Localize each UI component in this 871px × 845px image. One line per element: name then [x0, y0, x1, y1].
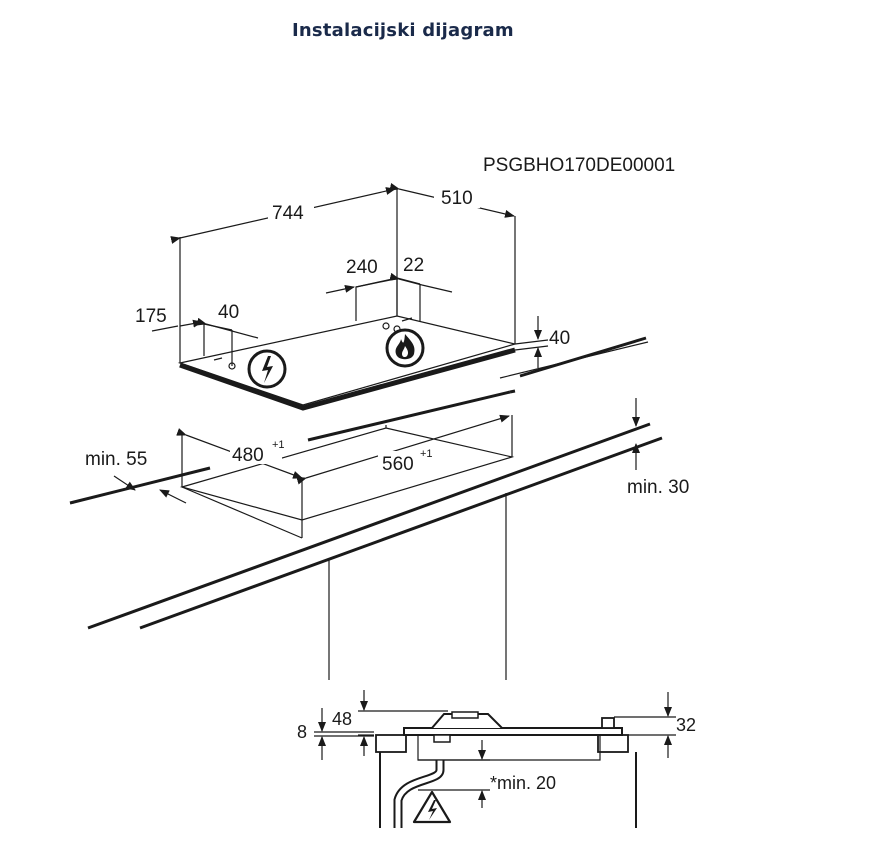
- hob-outline: [177, 188, 518, 411]
- dim-gas-side: 22: [403, 255, 424, 276]
- dim-bottom-min20: *min. 20: [490, 773, 556, 793]
- page-title: Instalacijski dijagram: [292, 20, 514, 41]
- dim-height: 40: [549, 328, 570, 349]
- gas-supply-icon: [385, 328, 425, 368]
- dim-cut-width-tol: +1: [420, 448, 433, 460]
- electric-warning-icon: [412, 790, 452, 824]
- product-code: PSGBHO170DE00001: [483, 155, 675, 176]
- dim-min-back: min. 30: [627, 477, 689, 498]
- dim-elec-offset: 175: [135, 306, 167, 327]
- dim-cut-depth: 480: [232, 445, 264, 466]
- dim-min-front: min. 55: [85, 449, 147, 470]
- section-view: [375, 711, 637, 828]
- electric-supply-icon: [247, 349, 287, 389]
- dim-bottom-8: 8: [297, 722, 307, 742]
- dim-bottom-48: 48: [332, 709, 352, 729]
- dim-width: 744: [272, 203, 304, 224]
- worktop: [69, 336, 663, 680]
- dim-bottom-32: 32: [676, 715, 696, 735]
- dim-elec-side: 40: [218, 302, 239, 323]
- dim-cut-width: 560: [382, 454, 414, 475]
- dim-depth: 510: [441, 188, 473, 209]
- dim-cut-depth-tol: +1: [272, 439, 285, 451]
- dim-gas-offset: 240: [346, 257, 378, 278]
